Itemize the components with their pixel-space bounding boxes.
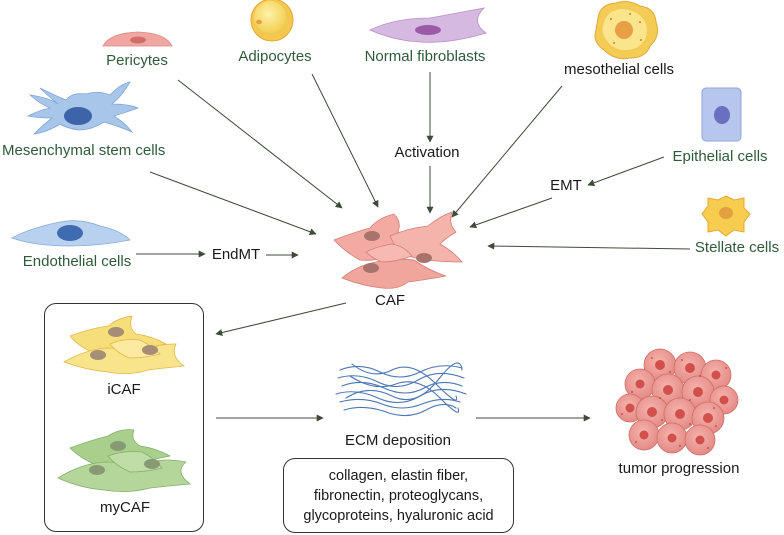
ecm-component-line-1: collagen, elastin fiber,: [328, 467, 469, 484]
adipocyte-cell-icon: [250, 0, 294, 42]
tumor-mass-icon: [615, 348, 739, 456]
arrow-emt-to-caf: [469, 197, 553, 229]
label-icaf: iCAF: [107, 381, 141, 398]
stem-cell-icon: [26, 81, 140, 135]
label-normal-fibroblasts: Normal fibroblasts: [364, 48, 486, 65]
arrow-adipocytes-to-caf: [311, 73, 379, 208]
arrow-caf-to-subtypes: [215, 302, 347, 336]
label-mesothelial-cells: mesothelial cells: [563, 61, 675, 78]
label-emt: EMT: [550, 177, 582, 194]
label-epithelial-cells: Epithelial cells: [672, 148, 768, 165]
ecm-components-box: collagen, elastin fiber, fibronectin, pr…: [283, 458, 514, 533]
caf-cell-cluster-icon: [333, 211, 463, 289]
mycaf-cell-cluster-icon: [57, 429, 192, 492]
arrow-pericytes-to-caf: [177, 79, 343, 209]
arrows: [136, 72, 691, 422]
arrow-epithelial-to-emt: [587, 156, 665, 187]
caf-subtypes-box: [44, 303, 204, 532]
icaf-cell-cluster-icon: [63, 315, 186, 374]
epithelial-cell-icon: [701, 87, 742, 142]
label-endothelial-cells: Endothelial cells: [22, 253, 132, 270]
label-activation: Activation: [394, 144, 460, 161]
label-adipocytes: Adipocytes: [238, 48, 312, 65]
ecm-fibers-icon: [335, 362, 467, 417]
arrow-mesothelial-to-caf: [451, 85, 563, 218]
label-endmt: EndMT: [211, 246, 261, 263]
ecm-component-line-3: glycoproteins, hyaluronic acid: [303, 507, 494, 524]
label-caf: CAF: [375, 292, 405, 309]
label-pericytes: Pericytes: [106, 52, 168, 69]
label-stellate-cells: Stellate cells: [694, 239, 780, 256]
label-ecm-deposition: ECM deposition: [345, 432, 451, 449]
label-tumor-progression: tumor progression: [618, 460, 740, 477]
arrow-stellate-to-caf: [487, 242, 691, 250]
mesothelial-cell-icon: [594, 1, 658, 60]
ecm-component-line-2: fibronectin, proteoglycans,: [313, 487, 484, 504]
stellate-cell-icon: [701, 195, 751, 237]
endothelial-cell-icon: [11, 220, 131, 247]
fibroblast-cell-icon: [369, 7, 487, 43]
label-mycaf: myCAF: [100, 499, 150, 516]
arrow-msc-to-caf: [149, 171, 317, 236]
pericyte-cell-icon: [102, 31, 173, 47]
label-mesenchymal-stem-cells: Mesenchymal stem cells: [2, 142, 166, 159]
